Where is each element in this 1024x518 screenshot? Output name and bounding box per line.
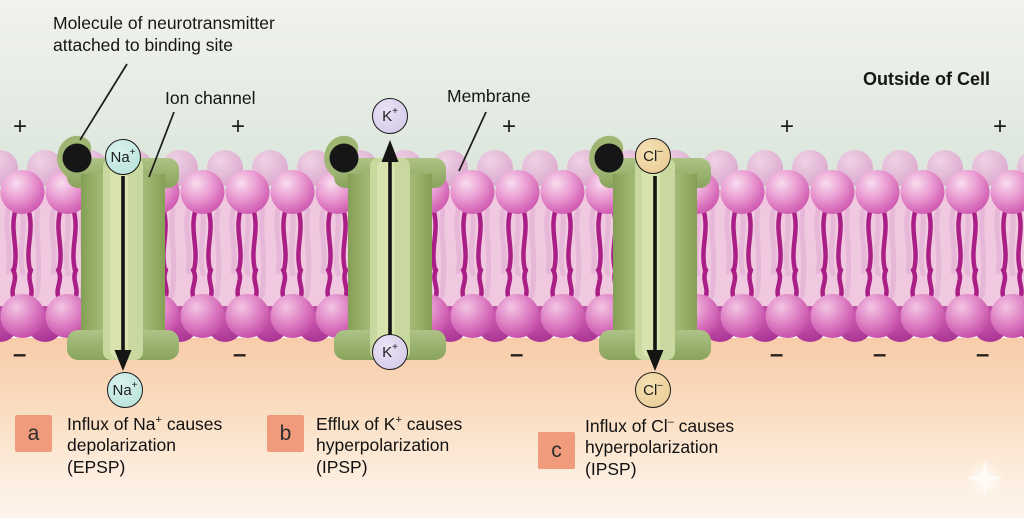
caption-a-text: Influx of Na+ causes depolarization (EPS… xyxy=(67,413,223,477)
plus-charge-symbol: + xyxy=(780,113,795,140)
minus-charge-symbol: – xyxy=(233,341,247,368)
cl-ion-outside: Cl– xyxy=(635,138,671,174)
membrane-leader-line xyxy=(458,111,487,172)
outside-of-cell-label: Outside of Cell xyxy=(863,69,991,89)
minus-charge-symbol: – xyxy=(13,341,27,368)
na-ion-outside: Na+ xyxy=(105,139,141,175)
caption-b-text: Efflux of K+ causes hyperpolarization (I… xyxy=(316,413,463,477)
k-ion-outside: K+ xyxy=(372,98,408,134)
ion-channel-label: Ion channel xyxy=(165,88,256,108)
sparkle-decoration xyxy=(963,456,1007,500)
plus-charge-symbol: + xyxy=(993,113,1008,140)
plus-charge-symbol: + xyxy=(13,113,28,140)
caption-c-text: Influx of Cl– causes hyperpolarization (… xyxy=(585,415,735,479)
minus-charge-symbol: – xyxy=(510,341,524,368)
na-ion-inside: Na+ xyxy=(107,372,143,408)
caption-marker-b: b xyxy=(267,415,304,452)
ion-channel-leader-line xyxy=(148,111,175,178)
cl-influx-arrow xyxy=(646,176,664,371)
minus-charge-symbol: – xyxy=(770,341,784,368)
plus-charge-symbol: + xyxy=(502,113,517,140)
caption-marker-c: c xyxy=(538,432,575,469)
k-ion-inside: K+ xyxy=(372,334,408,370)
molecule-label: Molecule of neurotransmitter attached to… xyxy=(53,13,275,55)
plus-charge-symbol: + xyxy=(231,113,246,140)
k-efflux-arrow xyxy=(381,140,399,350)
cl-ion-inside: Cl– xyxy=(635,372,671,408)
membrane-label: Membrane xyxy=(447,86,531,106)
ion-channel-b xyxy=(329,141,446,360)
caption-marker-a: a xyxy=(15,415,52,452)
minus-charge-symbol: – xyxy=(873,341,887,368)
na-influx-arrow xyxy=(114,176,132,371)
molecule-leader-line xyxy=(79,63,128,141)
inside-of-cell-region xyxy=(0,338,1024,518)
minus-charge-symbol: – xyxy=(976,341,990,368)
